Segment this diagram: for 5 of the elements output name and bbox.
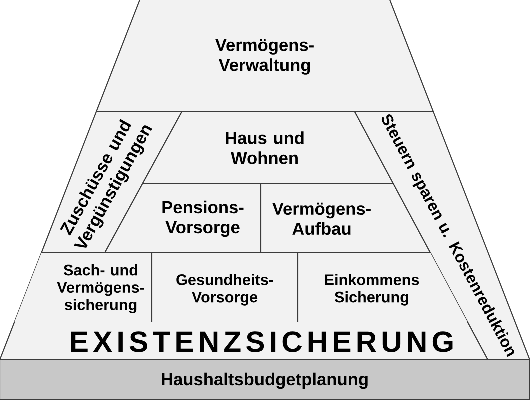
- pyramid-cell: Gesundheits-Vorsorge: [152, 253, 298, 322]
- node-label: Sach- und Vermögens-sicherung: [57, 264, 144, 314]
- base-bar: Haushaltsbudgetplanung: [0, 359, 530, 400]
- pyramid-cell: Sach- und Vermögens-sicherung: [14, 253, 152, 322]
- node-label: Gesundheits-Vorsorge: [176, 274, 274, 306]
